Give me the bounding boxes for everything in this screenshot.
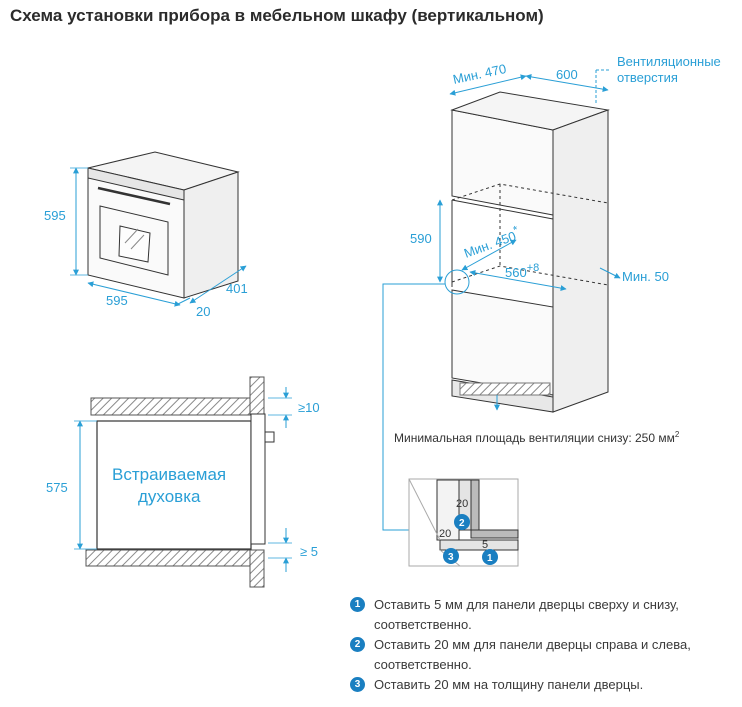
oven-depth-dimension: 401 [189, 265, 248, 304]
niche-height-label: 590 [410, 231, 432, 246]
side-height-dimension: 575 [46, 420, 97, 550]
detail-label-20-top: 20 [456, 498, 468, 510]
cabinet-lower-front [451, 289, 554, 396]
note-1-badge: 1 [350, 597, 365, 612]
vent-label-line2: отверстия [617, 70, 678, 85]
top-gap-label: ≥10 [298, 400, 320, 415]
oven-depth-label: 401 [226, 281, 248, 296]
note-3-text: Оставить 20 мм на толщину панели дверцы. [374, 677, 644, 692]
door-panel-bottom [249, 549, 265, 588]
bottom-shelf [85, 549, 252, 567]
min-gap-label: Мин. 50 [622, 269, 669, 284]
side-height-label: 575 [46, 480, 68, 495]
top-gap-dimension: ≥10 [268, 387, 320, 428]
note-2: 2 Оставить 20 мм для панели дверцы справ… [350, 635, 735, 675]
oven-height-dimension: 595 [44, 167, 88, 276]
oven-offset-label: 20 [196, 304, 210, 319]
oven-side [96, 420, 252, 550]
detail-badge-3: 3 [443, 548, 459, 564]
note-3: 3 Оставить 20 мм на толщину панели дверц… [350, 675, 735, 695]
bottom-gap-label: ≥ 5 [300, 544, 318, 559]
svg-text:2: 2 [459, 518, 465, 529]
detail-callout [382, 269, 470, 531]
side-section-view: Встраиваемая духовка 575 ≥10 ≥ 5 [46, 376, 320, 588]
note-2-badge: 2 [350, 637, 365, 652]
cabinet-min-depth-label: Мин. 470 [452, 61, 508, 87]
niche-depth-label: Мин. 450* [461, 224, 523, 261]
detail-badge-2: 2 [454, 514, 470, 530]
niche-top-edge [451, 199, 554, 220]
cabinet-width-label: 600 [556, 67, 578, 82]
installation-notes: 1 Оставить 5 мм для панели дверцы сверху… [350, 595, 735, 695]
note-1-text: Оставить 5 мм для панели дверцы сверху и… [374, 597, 679, 632]
oven-offset-dimension: 20 [175, 297, 210, 319]
oven-body [87, 151, 240, 299]
oven-label-line2: духовка [138, 487, 201, 506]
oven-front-panel [250, 413, 266, 545]
top-shelf [90, 397, 252, 416]
oven-width-label: 595 [106, 293, 128, 308]
detail-badge-1: 1 [482, 549, 498, 565]
detail-zoom: 20 20 5 2 3 1 [408, 478, 519, 567]
oven-height-label: 595 [44, 208, 66, 223]
door-panel-top [249, 376, 265, 416]
note-2-text: Оставить 20 мм для панели дверцы справа … [374, 637, 691, 672]
detail-label-20-left: 20 [439, 528, 451, 540]
bottom-vent [459, 382, 551, 396]
vent-label-line1: Вентиляционные [617, 54, 721, 69]
oven-isometric-view: 595 595 401 20 [44, 151, 248, 319]
bottom-gap-dimension: ≥ 5 [268, 528, 318, 572]
svg-text:3: 3 [448, 552, 454, 563]
vent-area-label: Минимальная площадь вентиляции снизу: 25… [394, 430, 680, 445]
niche-width-label: 560+8 [505, 262, 539, 280]
oven-knob [264, 431, 275, 443]
svg-text:1: 1 [487, 553, 493, 564]
cabinet-view [450, 91, 610, 413]
detail-label-5: 5 [482, 539, 488, 551]
note-3-badge: 3 [350, 677, 365, 692]
oven-label-line1: Встраиваемая [112, 465, 226, 484]
page-title: Схема установки прибора в мебельном шкаф… [10, 6, 544, 25]
cabinet-side [552, 109, 609, 413]
note-1: 1 Оставить 5 мм для панели дверцы сверху… [350, 595, 735, 635]
oven-width-dimension: 595 [87, 281, 181, 308]
